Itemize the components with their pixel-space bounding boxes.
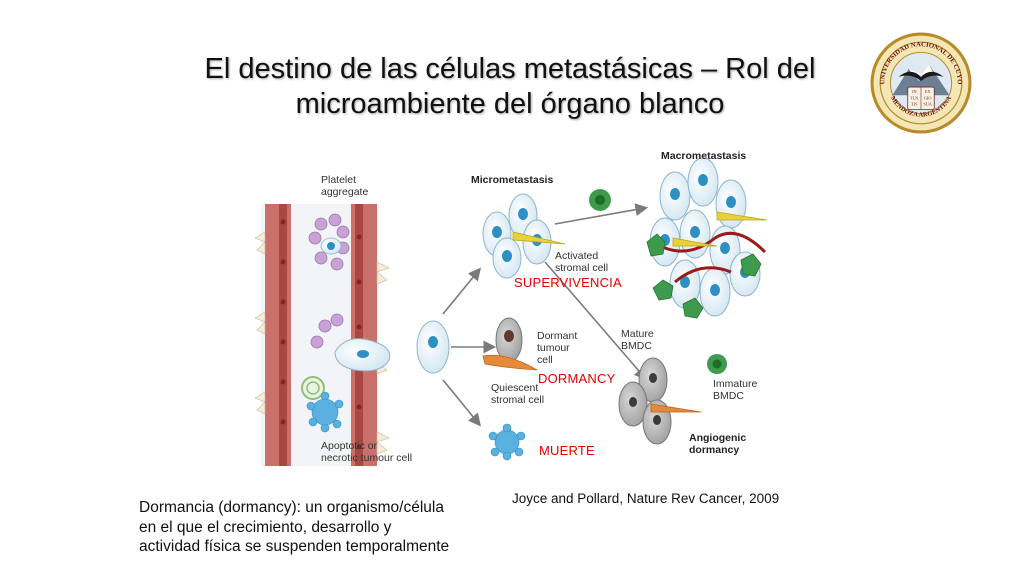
label-activated-stromal-cell: Activated stromal cell (555, 250, 609, 274)
extravasated-tumour-cell (416, 320, 450, 374)
circulating-tumour-cell (334, 338, 391, 372)
citation: Joyce and Pollard, Nature Rev Cancer, 20… (512, 491, 780, 506)
flow-arrows (442, 203, 649, 427)
immature-bmdc-top (589, 189, 611, 211)
micrometastasis-cluster (482, 193, 566, 279)
label-platelet-aggregate: Platelet aggregate (321, 174, 369, 198)
slide-title: El destino de las células metastásicas –… (160, 52, 860, 122)
dead-tumour-cell (488, 423, 526, 461)
label-mature-bmdc: Mature BMDC (621, 328, 654, 352)
condor-icon (898, 71, 944, 81)
university-seal-icon: UNIVERSIDAD NACIONAL DE CUYO MENDOZA ARG… (870, 32, 972, 134)
title-line-2: microambiente del órgano blanco (295, 88, 725, 120)
immature-bmdc-bottom (707, 354, 727, 374)
label-micrometastasis: Micrometastasis (471, 174, 554, 186)
label-apoptotic-cell: Apoptotic or necrotic tumour cell (321, 440, 413, 464)
angiogenic-dormancy-cluster (618, 357, 702, 445)
label-quiescent-stromal-cell: Quiescent stromal cell (491, 382, 545, 406)
overlay-dormancy: DORMANCY (538, 371, 616, 386)
dormant-tumour-cell (482, 317, 538, 371)
seal-motto-2: EX (925, 89, 931, 94)
seal-motto-5: TIS (911, 101, 918, 106)
seal-motto-4: GIO (924, 95, 932, 100)
label-macrometastasis: Macrometastasis (661, 150, 747, 162)
metastasis-diagram: Platelet aggregate Micrometastasis Macro… (255, 142, 795, 472)
label-angiogenic-dormancy: Angiogenic dormancy (689, 432, 747, 456)
diagram-artwork (255, 157, 768, 466)
dormancy-definition: Dormancia (dormancy): un organismo/célul… (139, 499, 450, 555)
overlay-supervivencia: SUPERVIVENCIA (514, 275, 622, 290)
platelet-aggregate (308, 213, 350, 349)
overlay-muerte: MUERTE (539, 443, 595, 458)
apoptotic-cells-vessel (301, 376, 344, 433)
title-line-1: El destino de las células metastásicas –… (204, 53, 816, 85)
macrometastasis-cluster (646, 157, 768, 319)
label-immature-bmdc: Immature BMDC (713, 378, 758, 402)
seal-motto-1: IN (912, 89, 917, 94)
label-dormant-tumour-cell: Dormant tumour cell (537, 330, 578, 366)
seal-motto-6: SUA (923, 101, 932, 106)
seal-motto-3: TUS (910, 95, 919, 100)
